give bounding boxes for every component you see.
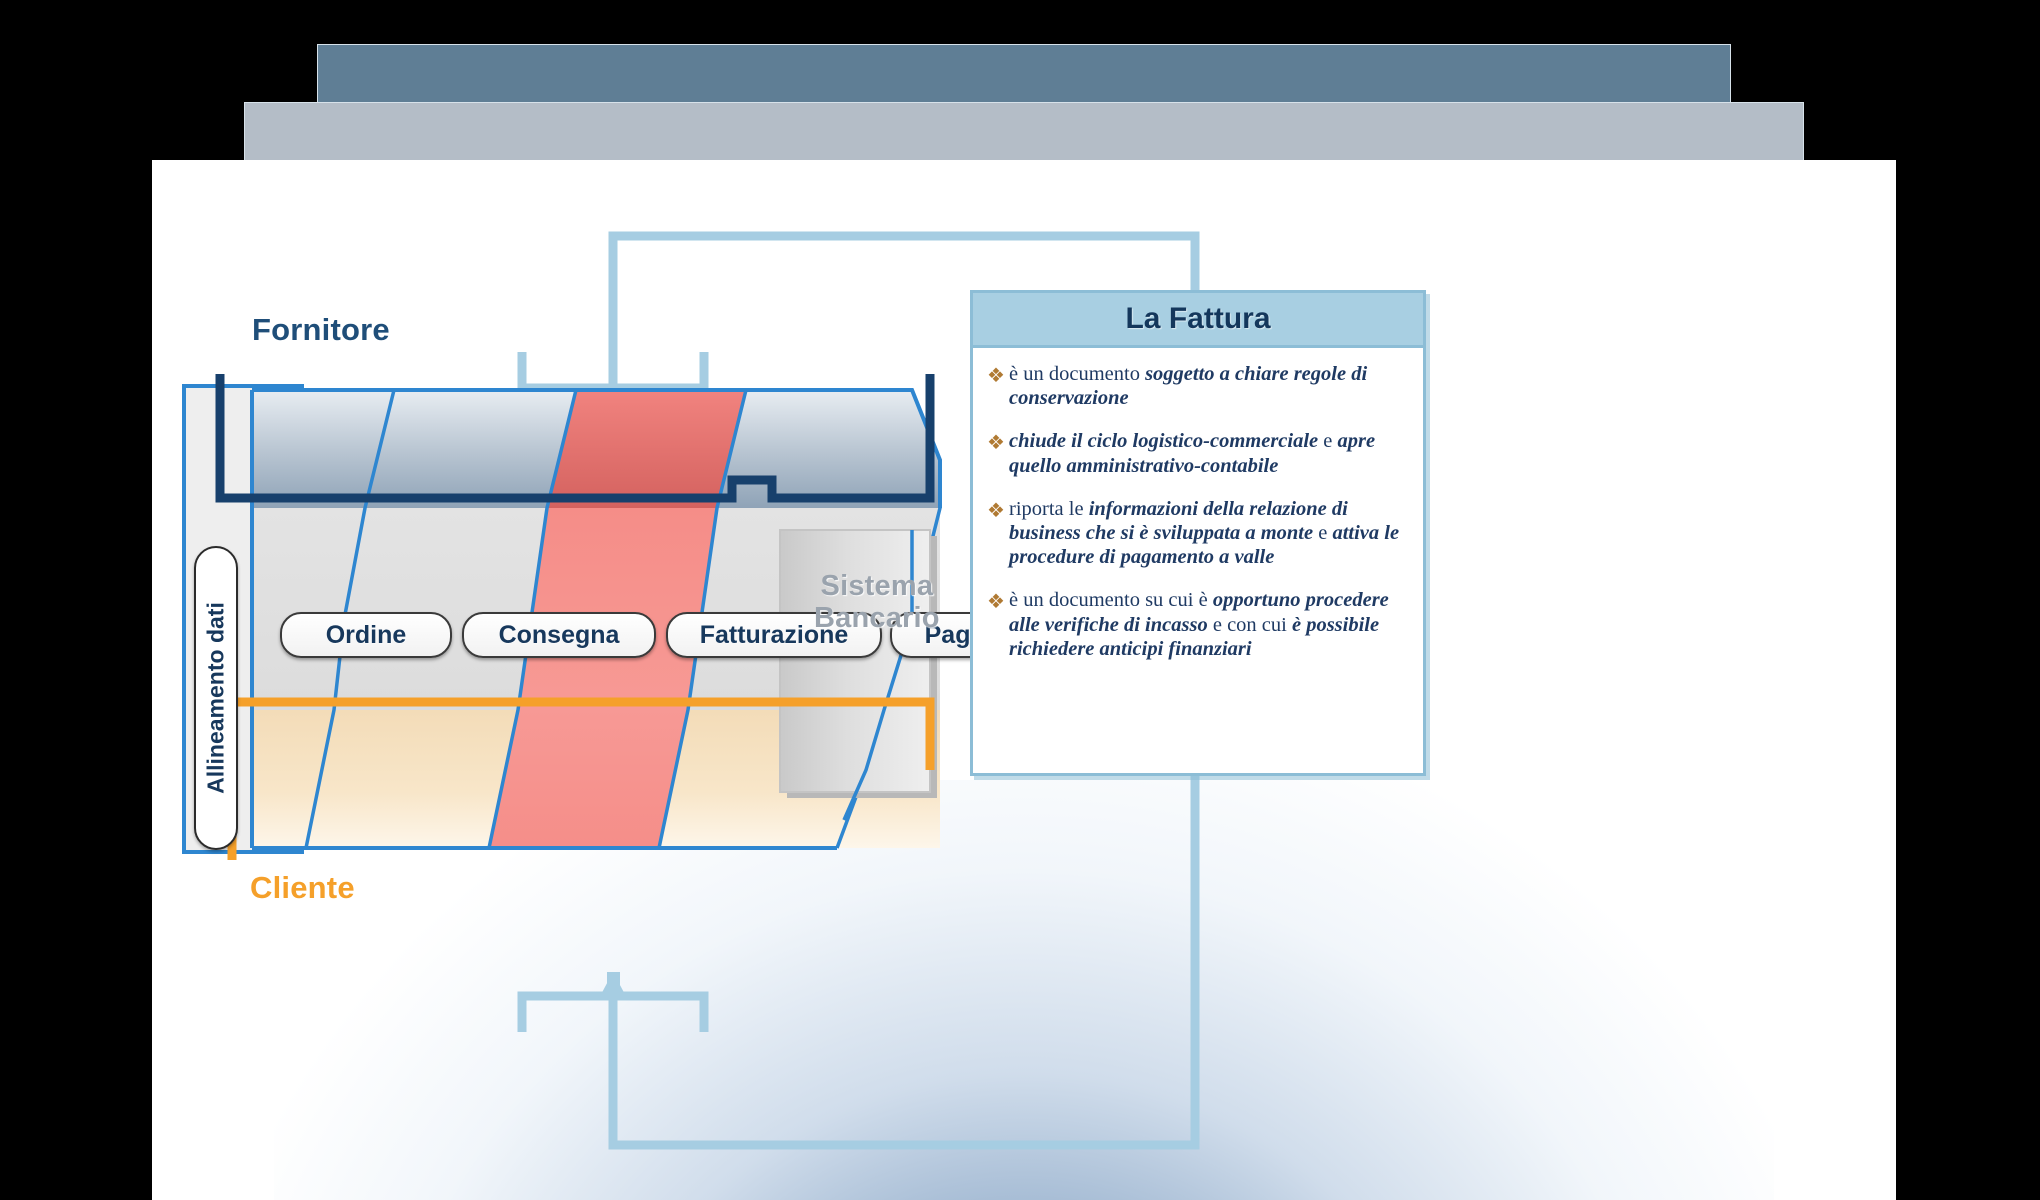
panel-title: La Fattura	[1125, 302, 1271, 335]
invoice-info-panel: La Fattura ❖è un documento soggetto a ch…	[970, 290, 1426, 776]
invoice-info-panel-body: ❖è un documento soggetto a chiare regole…	[973, 348, 1423, 671]
supplier-label: Fornitore	[252, 312, 390, 347]
invoice-bullet-item: ❖riporta le informazioni della relazione…	[987, 497, 1407, 570]
banking-system-label: Sistema Bancario	[814, 570, 940, 635]
stage-label-fatturazione: Fatturazione	[699, 620, 849, 649]
diamond-bullet-icon: ❖	[987, 499, 1005, 522]
diamond-bullet-icon: ❖	[987, 432, 1005, 455]
banking-system-label-line1: Sistema	[820, 570, 934, 602]
slide-canvas: Allineamento dati Ordine Consegna Fattur…	[152, 160, 1896, 1200]
diamond-bullet-icon: ❖	[987, 365, 1005, 387]
invoice-bullet-text: è un documento su cui è opportuno proced…	[1009, 589, 1389, 660]
customer-label: Cliente	[250, 870, 355, 905]
stage-pill-ordine[interactable]: Ordine	[280, 612, 452, 658]
alignment-data-label: Allineamento dati	[202, 602, 229, 794]
deck-layer-middle	[245, 103, 1803, 165]
alignment-data-pill: Allineamento dati	[194, 546, 238, 850]
invoice-info-panel-header: La Fattura	[973, 293, 1423, 348]
stage-label-ordine: Ordine	[325, 620, 407, 649]
invoice-bullet-text: è un documento soggetto a chiare regole …	[1009, 363, 1368, 410]
stage-pill-fatturazione[interactable]: Fatturazione	[666, 612, 882, 658]
process-flow-shapes	[182, 374, 942, 860]
invoice-bullet-text: chiude il ciclo logistico-commerciale e …	[1009, 430, 1376, 477]
invoice-bullet-item: ❖è un documento soggetto a chiare regole…	[987, 362, 1407, 410]
invoice-bullet-text: riporta le informazioni della relazione …	[1009, 497, 1400, 569]
deck-layer-top	[318, 45, 1730, 105]
process-flow-diagram: Allineamento dati Ordine Consegna Fattur…	[172, 312, 1182, 905]
invoice-bullet-item: ❖chiude il ciclo logistico-commerciale e…	[987, 429, 1407, 477]
diamond-bullet-icon: ❖	[987, 591, 1005, 614]
banking-system-label-line2: Bancario	[814, 602, 940, 635]
stage-label-consegna: Consegna	[498, 620, 620, 649]
stage-pill-consegna[interactable]: Consegna	[462, 612, 656, 658]
invoice-bullet-item: ❖è un documento su cui è opportuno proce…	[987, 588, 1407, 661]
